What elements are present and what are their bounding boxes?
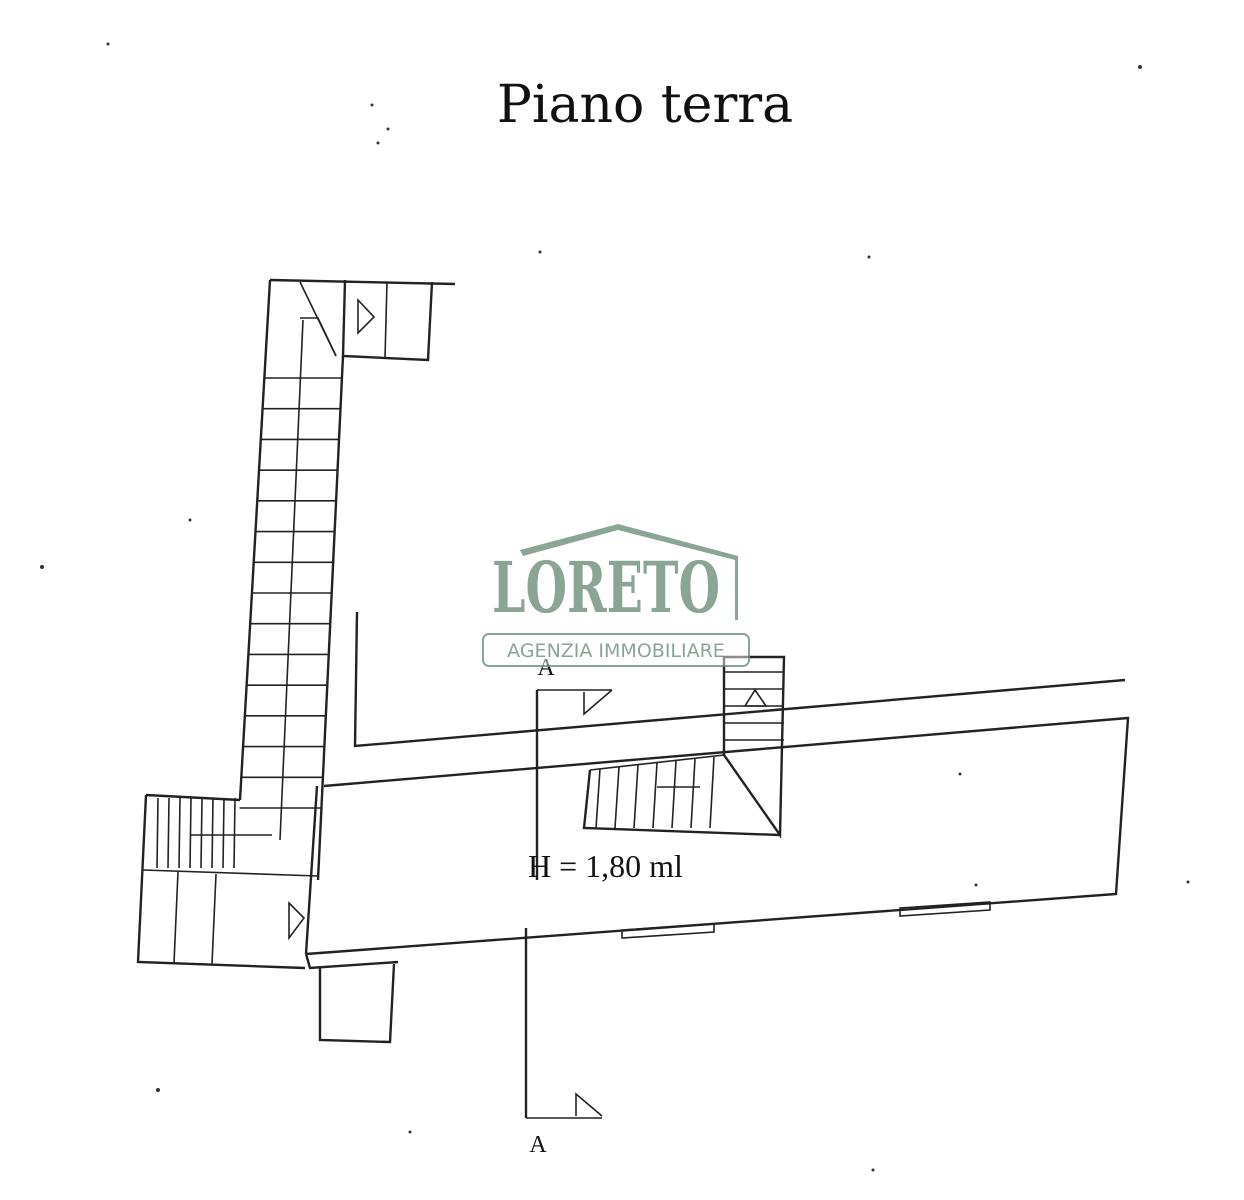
stair-tread bbox=[156, 797, 159, 869]
stair-tread bbox=[211, 797, 214, 869]
stair-tread bbox=[614, 766, 620, 829]
inner-stair bbox=[582, 655, 786, 839]
agency-watermark: LORETO AGENZIA IMMOBILIARE bbox=[482, 524, 750, 667]
small-room bbox=[318, 963, 396, 1044]
stair-tread bbox=[633, 764, 639, 829]
plan-title: Piano terra bbox=[497, 75, 793, 135]
section-label-bottom: A bbox=[529, 1132, 547, 1158]
upper-landing bbox=[269, 278, 456, 362]
stair-tread bbox=[690, 758, 696, 829]
stair-tread bbox=[709, 756, 715, 829]
height-note: H = 1,80 ml bbox=[528, 848, 683, 884]
stair-tread bbox=[595, 768, 601, 829]
section-label-top: A bbox=[537, 655, 555, 681]
stair-tread bbox=[189, 797, 192, 869]
stair-tread bbox=[222, 797, 225, 869]
stair-tread bbox=[671, 760, 677, 829]
main-room bbox=[304, 611, 1130, 970]
watermark-brand: LORETO bbox=[492, 546, 720, 629]
long-stair bbox=[238, 279, 345, 881]
section-line-a bbox=[524, 689, 613, 1119]
stair-tread bbox=[167, 797, 170, 869]
stair-tread bbox=[652, 762, 658, 829]
watermark-tagline-frame bbox=[482, 633, 750, 667]
stair-tread bbox=[233, 797, 236, 869]
stair-tread bbox=[178, 797, 181, 869]
stair-tread bbox=[200, 797, 203, 869]
watermark-tagline: AGENZIA IMMOBILIARE bbox=[507, 640, 725, 662]
scan-specks bbox=[40, 42, 1190, 1172]
lower-left-stair bbox=[136, 793, 319, 970]
